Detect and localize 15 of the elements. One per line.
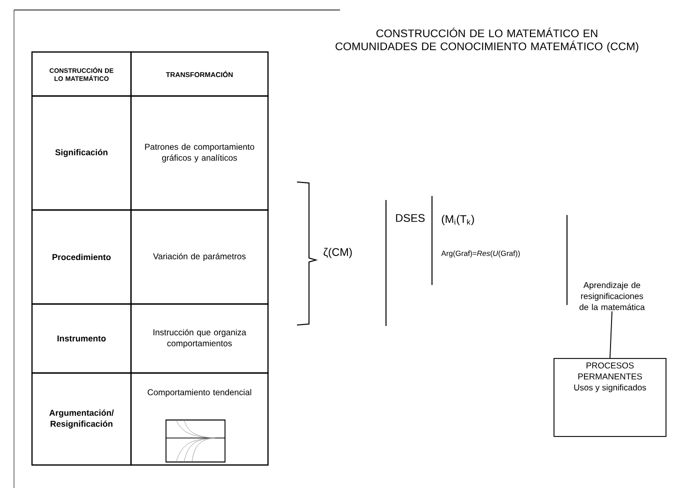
table-cell: Variación de parámetros (130, 209, 269, 305)
process-box: PROCESOS PERMANENTES Usos y significados (554, 358, 666, 437)
connector-line (610, 310, 612, 358)
title: CONSTRUCCIÓN DE LO MATEMÁTICO EN COMUNIDADES DE CONOCIMIENTO MATEMÁTICO (CCM) (336, 28, 638, 52)
text-label: Aprendizaje de resignificaciones de la matemática (580, 282, 645, 310)
table-cell: Comportamiento tendencial (130, 372, 269, 466)
table-cell: Argumentación/ Resignificación (31, 372, 132, 466)
formula-label: ζ(CM) (324, 248, 352, 258)
table-cell: Patrones de comportamiento gráficos y analíticos (130, 95, 269, 211)
table-cell: Significación (31, 95, 132, 211)
table-cell: Procedimiento (31, 209, 132, 305)
formula-label: DSES (396, 214, 425, 222)
table-cell: Instrucción que organiza comportamientos (130, 303, 269, 374)
formula-label: (M$_{i}$(T$_{k}$) (442, 214, 474, 226)
table-cell: Instrumento (31, 303, 132, 374)
